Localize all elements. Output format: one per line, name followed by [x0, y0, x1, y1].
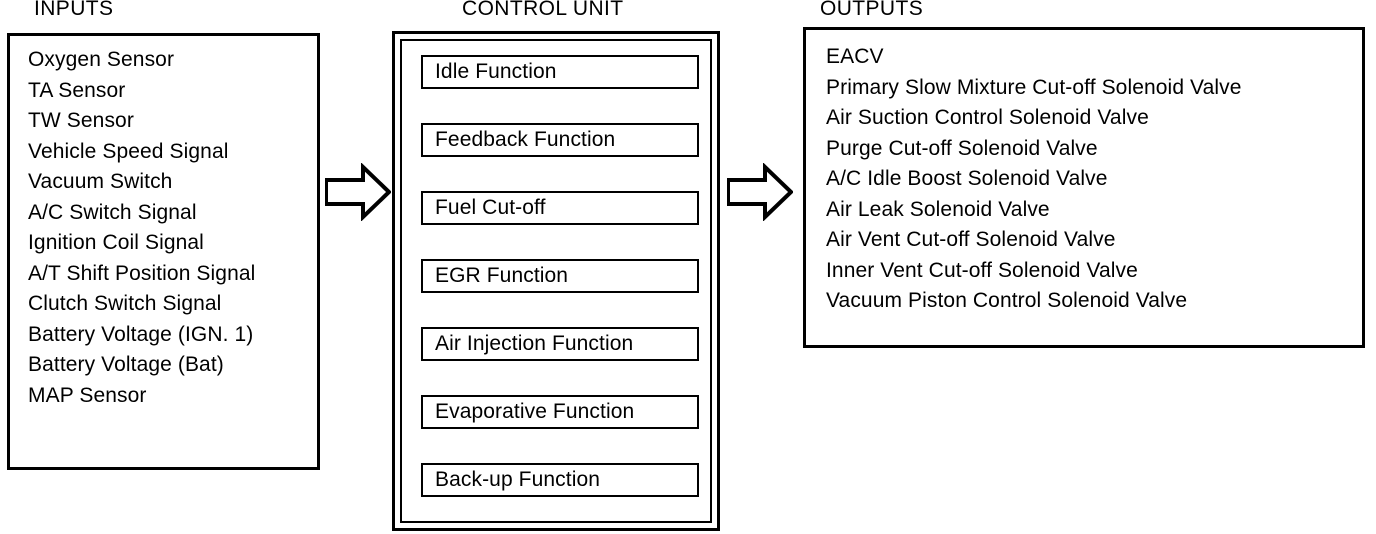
control-function-label: Evaporative Function — [435, 400, 635, 423]
input-signal-line: Ignition Coil Signal — [28, 231, 204, 254]
control-function-box: Fuel Cut-off — [421, 191, 699, 225]
control-function-box: Feedback Function — [421, 123, 699, 157]
input-signal-line: TW Sensor — [28, 109, 134, 132]
output-device-line: Air Suction Control Solenoid Valve — [826, 106, 1149, 129]
output-device-line: Purge Cut-off Solenoid Valve — [826, 136, 1098, 160]
input-signal-line: A/C Switch Signal — [28, 200, 197, 224]
output-device-line: Air Leak Solenoid Valve — [826, 197, 1050, 221]
control-function-label: Fuel Cut-off — [435, 196, 546, 219]
input-signal-line: Vacuum Switch — [28, 170, 173, 193]
outputs-panel: EACV Primary Slow Mixture Cut-off Solenoi… — [803, 27, 1365, 348]
control-function-box: Evaporative Function — [421, 395, 699, 429]
control-function-box: Idle Function — [421, 55, 699, 89]
outputs-list: EACV Primary Slow Mixture Cut-off Solenoi… — [826, 42, 1361, 317]
output-device-line: A/C Idle Boost Solenoid Valve — [826, 167, 1108, 190]
control-function-label: EGR Function — [435, 264, 569, 287]
input-signal-line: Battery Voltage (Bat) — [28, 353, 224, 376]
output-device-line: Air Vent Cut-off Solenoid Valve — [826, 228, 1116, 251]
input-signal-line: A/T Shift Position Signal — [28, 261, 256, 285]
output-device-line: Vacuum Piston Control Solenoid Valve — [826, 289, 1188, 312]
control-function-box: EGR Function — [421, 259, 699, 293]
input-signal-line: Vehicle Speed Signal — [28, 139, 229, 163]
output-device-line: EACV — [826, 45, 884, 68]
control-unit-heading: CONTROL UNIT — [462, 0, 624, 20]
control-function-box: Air Injection Function — [421, 327, 699, 361]
control-function-label: Feedback Function — [435, 128, 616, 151]
outputs-heading: OUTPUTS — [820, 0, 924, 20]
control-function-label: Air Injection Function — [435, 332, 634, 355]
output-device-line: Primary Slow Mixture Cut-off Solenoid Va… — [826, 75, 1242, 99]
arrow-inputs-to-control-unit — [324, 162, 392, 226]
inputs-heading: INPUTS — [34, 0, 114, 20]
control-function-label: Idle Function — [435, 60, 557, 83]
input-signal-line: Battery Voltage (IGN. 1) — [28, 322, 254, 346]
control-function-box: Back-up Function — [421, 463, 699, 497]
arrow-control-unit-to-outputs — [726, 162, 794, 226]
output-device-line: Inner Vent Cut-off Solenoid Valve — [826, 258, 1138, 282]
control-function-label: Back-up Function — [435, 468, 601, 491]
input-signal-line: Clutch Switch Signal — [28, 292, 222, 315]
input-signal-line: TA Sensor — [28, 78, 126, 102]
input-signal-line: Oxygen Sensor — [28, 48, 175, 71]
input-signal-line: MAP Sensor — [28, 383, 147, 407]
